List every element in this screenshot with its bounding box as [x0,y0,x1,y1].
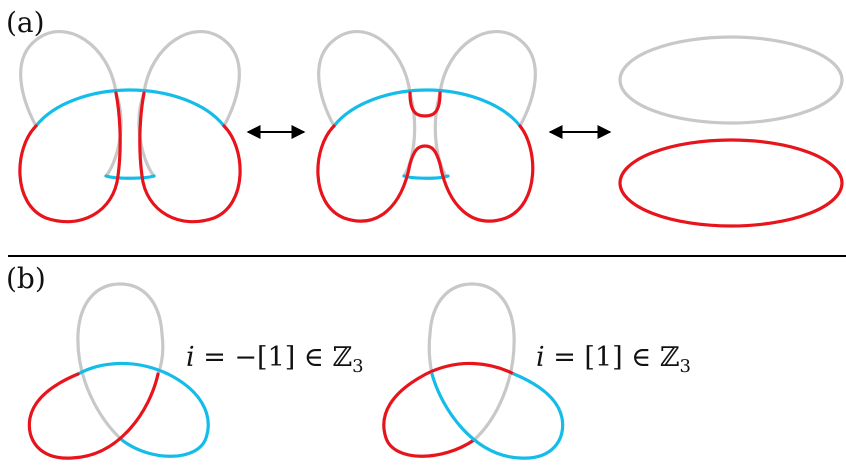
trefoil-right [382,282,565,460]
red-lower-left-loop [27,372,160,460]
gray-top-loop [76,282,165,442]
gray-top-loop [427,282,516,442]
left-index-rest: = −[1] ∈ ℤ [195,342,353,373]
diagram-a3-separated [618,35,844,228]
blue-arc-bottom [104,174,156,180]
red-lower-left-loop [382,361,516,458]
blue-arc-top [34,88,226,128]
right-index-var: i [536,342,545,373]
red-loop [618,138,844,228]
red-lobe-right [138,91,242,224]
blue-arc-top [332,88,522,128]
gray-loop [618,35,844,125]
left-index-var: i [186,342,195,373]
left-index-formula: i = −[1] ∈ ℤ3 [186,342,364,377]
panel-b-label: (b) [6,262,46,295]
trefoil-left [27,282,210,460]
red-cap-bottom-and-lobes [316,124,535,223]
blue-lower-right-loop [76,361,210,458]
diagram-a2-resolved [316,29,537,223]
gray-lobe-left [19,29,118,128]
gray-lobe-right [142,29,241,128]
right-index-sub: 3 [680,356,691,377]
gray-lobe-right [438,29,537,128]
left-index-sub: 3 [352,356,363,377]
blue-lower-right-loop [430,372,565,460]
right-index-rest: = [1] ∈ ℤ [545,342,680,373]
right-index-formula: i = [1] ∈ ℤ3 [536,342,691,377]
gray-lobe-left [317,29,412,128]
red-cap-top [408,91,442,118]
panel-a-label: (a) [6,6,45,39]
red-lobe-left [18,91,122,224]
diagram-a1-crossing [18,29,242,224]
